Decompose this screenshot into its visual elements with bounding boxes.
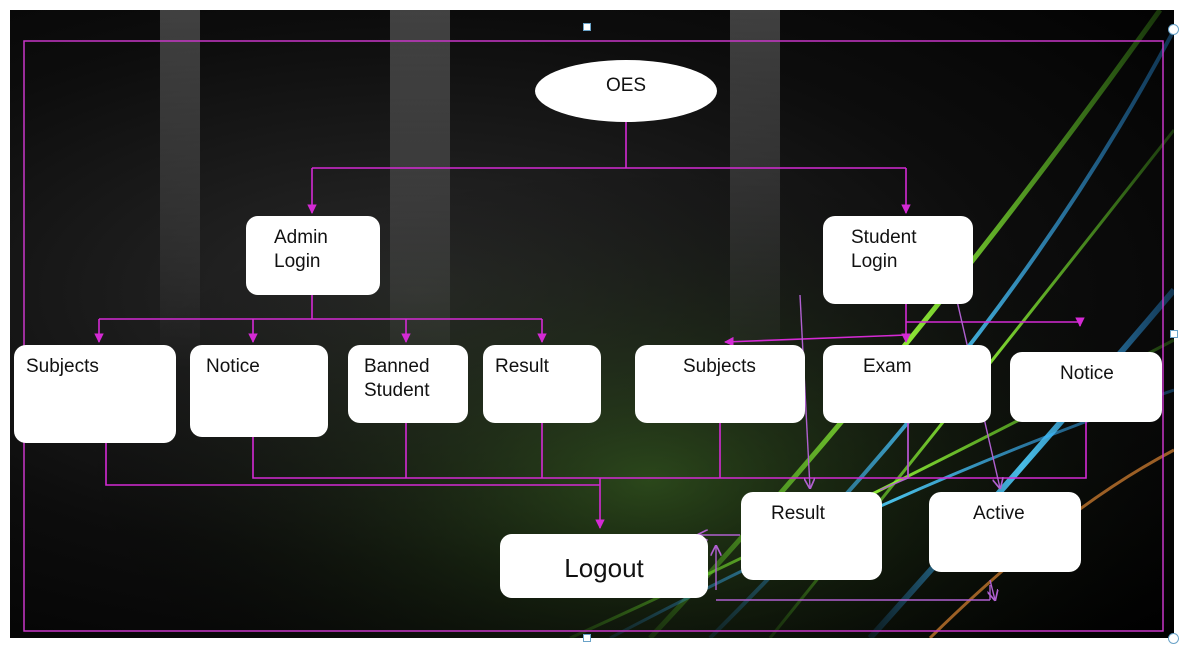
- node-result[interactable]: Result: [741, 492, 882, 580]
- node-admin-notice[interactable]: Notice: [190, 345, 328, 437]
- node-admin-result[interactable]: Result: [483, 345, 601, 423]
- node-student-login[interactable]: Student Login: [823, 216, 973, 304]
- node-oes[interactable]: OES: [535, 60, 717, 122]
- node-admin-login[interactable]: Admin Login: [246, 216, 380, 295]
- diagram-frame: [23, 40, 1164, 632]
- node-banned-student[interactable]: Banned Student: [348, 345, 468, 423]
- node-admin-subjects[interactable]: Subjects: [14, 345, 176, 443]
- selection-handle-top-right[interactable]: [1168, 24, 1179, 35]
- diagram-connectors: [23, 40, 1164, 632]
- diagram-canvas: OES Admin Login Student Login Subjects N…: [10, 10, 1174, 638]
- node-exam[interactable]: Exam: [823, 345, 991, 423]
- node-logout[interactable]: Logout: [500, 534, 708, 598]
- selection-handle-right[interactable]: [1170, 330, 1178, 338]
- node-active[interactable]: Active: [929, 492, 1081, 572]
- selection-handle-top[interactable]: [583, 23, 591, 31]
- selection-handle-bottom-right[interactable]: [1168, 633, 1179, 644]
- selection-handle-bottom[interactable]: [583, 634, 591, 642]
- node-student-subjects[interactable]: Subjects: [635, 345, 805, 423]
- node-student-notice[interactable]: Notice: [1010, 352, 1162, 422]
